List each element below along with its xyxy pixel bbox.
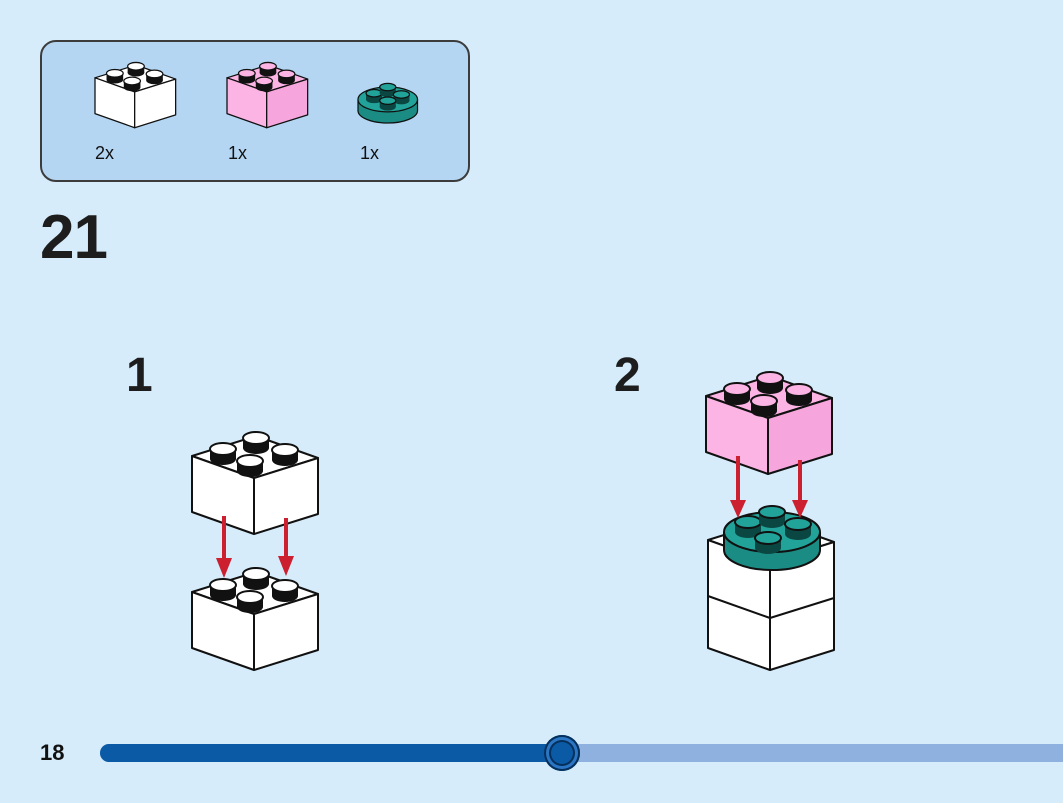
- part-qty-teal-round-plate: 1x: [360, 143, 380, 163]
- part-icon-teal-round-plate: [357, 82, 419, 124]
- step-number: 21: [40, 203, 108, 272]
- part-qty-white-brick: 2x: [95, 143, 115, 163]
- substep-2-pink-brick: [705, 372, 833, 475]
- progress-knob[interactable]: [544, 735, 581, 771]
- substep-2-arrows: [730, 456, 808, 518]
- substep-number-1: 1: [126, 349, 153, 402]
- part-qty-pink-brick: 1x: [228, 143, 248, 163]
- page-number: 18: [40, 740, 65, 765]
- progress-fill: [100, 744, 563, 762]
- part-icon-pink-brick: [226, 62, 309, 129]
- substep-number-2: 2: [614, 349, 641, 402]
- part-icon-white-brick: [94, 62, 177, 129]
- substep-2-teal-round-plate: [723, 505, 821, 571]
- substep-1-top-white-brick: [191, 432, 319, 535]
- substep-1-arrows: [216, 516, 294, 578]
- instruction-illustration: [94, 0, 835, 671]
- substep-1-bottom-white-brick: [191, 568, 319, 671]
